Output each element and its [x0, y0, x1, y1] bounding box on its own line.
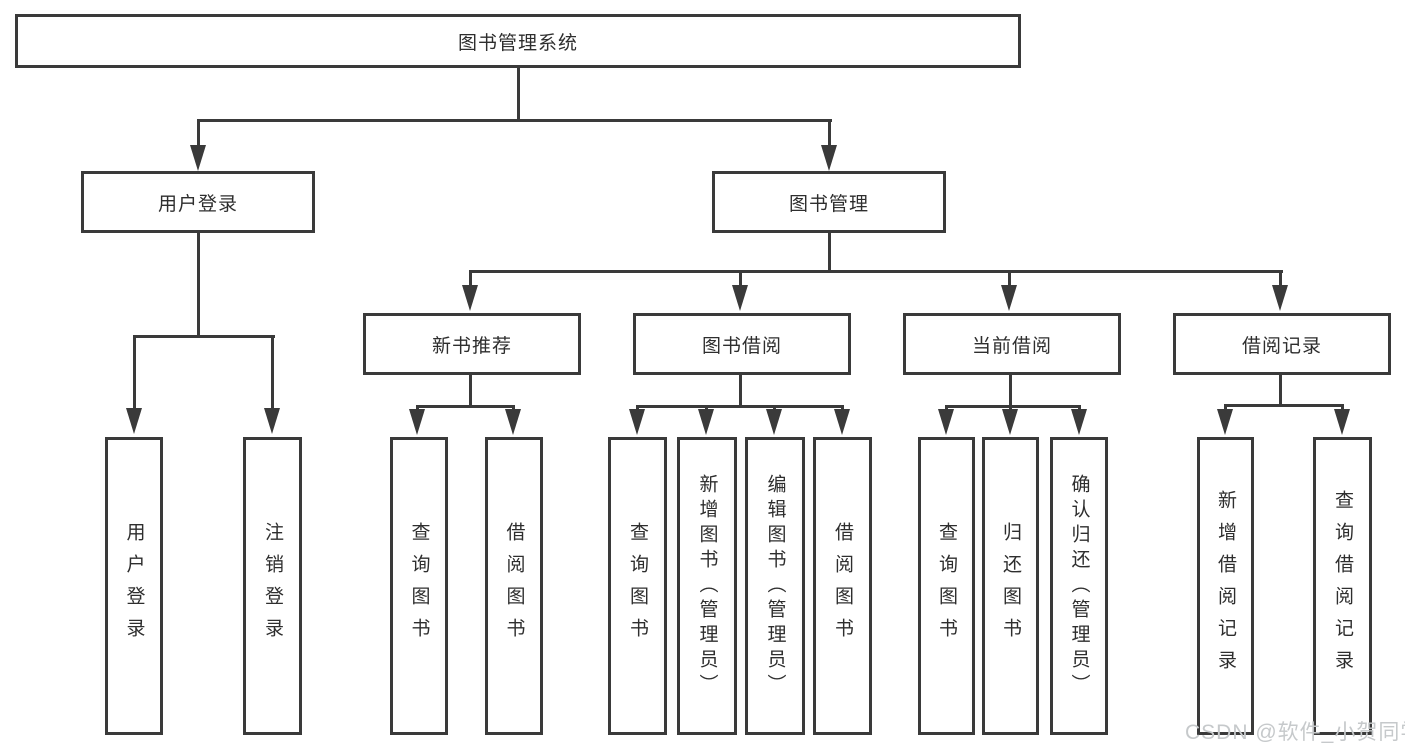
connector-current-shaft [1008, 270, 1011, 287]
node-label: 归还图书 [1000, 522, 1021, 650]
node-bb-add-books-admin: 新增图书（管理员） [677, 437, 737, 735]
node-new-book-recommend: 新书推荐 [363, 313, 581, 375]
arrowhead-borrow [732, 285, 748, 311]
node-cb-query-books: 查询图书 [918, 437, 975, 735]
node-cb-return-books: 归还图书 [982, 437, 1039, 735]
arrowhead-logout [264, 408, 280, 434]
connector-book-mgmt-shaft [828, 119, 831, 148]
connector-bb-hline [636, 405, 843, 408]
node-label: 新增借阅记录 [1215, 490, 1236, 682]
connector-nb-hline [416, 405, 515, 408]
connector-cb-hline [945, 405, 1080, 408]
node-borrow-records: 借阅记录 [1173, 313, 1391, 375]
connector-records-shaft [1279, 270, 1282, 287]
node-nb-borrow-books: 借阅图书 [485, 437, 543, 735]
arrowhead-br-c1 [1334, 409, 1350, 435]
node-cb-confirm-return-admin: 确认归还（管理员） [1050, 437, 1108, 735]
node-label: 查询图书 [936, 522, 957, 650]
node-logout-action: 注销登录 [243, 437, 302, 735]
connector-login-shaft [133, 335, 136, 410]
node-library-management-system: 图书管理系统 [15, 14, 1021, 68]
arrowhead-nb-c1 [505, 409, 521, 435]
node-book-borrow: 图书借阅 [633, 313, 851, 375]
csdn-watermark: CSDN @软件_小贺同学 [1185, 721, 1405, 744]
connector-book-mgmt-stem [828, 233, 831, 273]
arrowhead-records [1272, 285, 1288, 311]
node-br-query-record: 查询借阅记录 [1313, 437, 1372, 735]
arrowhead-nb-c0 [409, 409, 425, 435]
arrowhead-current [1001, 285, 1017, 311]
arrowhead-user-login [190, 145, 206, 171]
node-bb-borrow-books: 借阅图书 [813, 437, 872, 735]
node-bb-edit-books-admin: 编辑图书（管理员） [745, 437, 805, 735]
node-label: 借阅图书 [503, 522, 525, 650]
arrowhead-book-mgmt [821, 145, 837, 171]
node-bb-query-books: 查询图书 [608, 437, 667, 735]
arrowhead-bb-c0 [629, 409, 645, 435]
connector-logout-shaft [271, 335, 274, 410]
node-label: 查询借阅记录 [1332, 490, 1353, 682]
arrowhead-cb-c1 [1002, 409, 1018, 435]
node-user-login-action: 用户登录 [105, 437, 163, 735]
connector-br-hline [1224, 404, 1344, 407]
node-label: 用户登录 [123, 522, 145, 650]
node-label: 确认归还（管理员） [1068, 473, 1090, 699]
connector-bb-stem [739, 375, 742, 407]
arrowhead-bb-c1 [698, 409, 714, 435]
connector-level1-hline [197, 119, 832, 122]
node-label: 新增图书（管理员） [696, 473, 718, 699]
connector-borrow-shaft [739, 270, 742, 287]
node-br-add-record: 新增借阅记录 [1197, 437, 1254, 735]
arrowhead-cb-c2 [1071, 409, 1087, 435]
connector-nb-stem [469, 375, 472, 407]
node-label: 借阅图书 [832, 522, 853, 650]
connector-root-stem [517, 68, 520, 120]
node-label: 查询图书 [408, 522, 430, 650]
node-user-login: 用户登录 [81, 171, 315, 233]
connector-br-c1-shaft [1341, 404, 1344, 413]
connector-cb-stem [1009, 375, 1012, 407]
connector-user-login-hline [133, 335, 275, 338]
node-current-borrow: 当前借阅 [903, 313, 1121, 375]
arrowhead-br-c0 [1217, 409, 1233, 435]
node-label: 编辑图书（管理员） [764, 473, 786, 699]
node-book-management: 图书管理 [712, 171, 946, 233]
arrowhead-bb-c2 [766, 409, 782, 435]
node-label: 注销登录 [262, 522, 283, 650]
connector-level2-hline [469, 270, 1283, 273]
connector-br-c0-shaft [1224, 404, 1227, 413]
arrowhead-new-books [462, 285, 478, 311]
connector-user-login-shaft [197, 119, 200, 148]
arrowhead-cb-c0 [938, 409, 954, 435]
node-label: 查询图书 [627, 522, 648, 650]
connector-user-login-stem [197, 233, 200, 338]
arrowhead-login [126, 408, 142, 434]
connector-new-books-shaft [469, 270, 472, 287]
connector-br-stem [1279, 375, 1282, 406]
node-nb-query-books: 查询图书 [390, 437, 448, 735]
arrowhead-bb-c3 [834, 409, 850, 435]
